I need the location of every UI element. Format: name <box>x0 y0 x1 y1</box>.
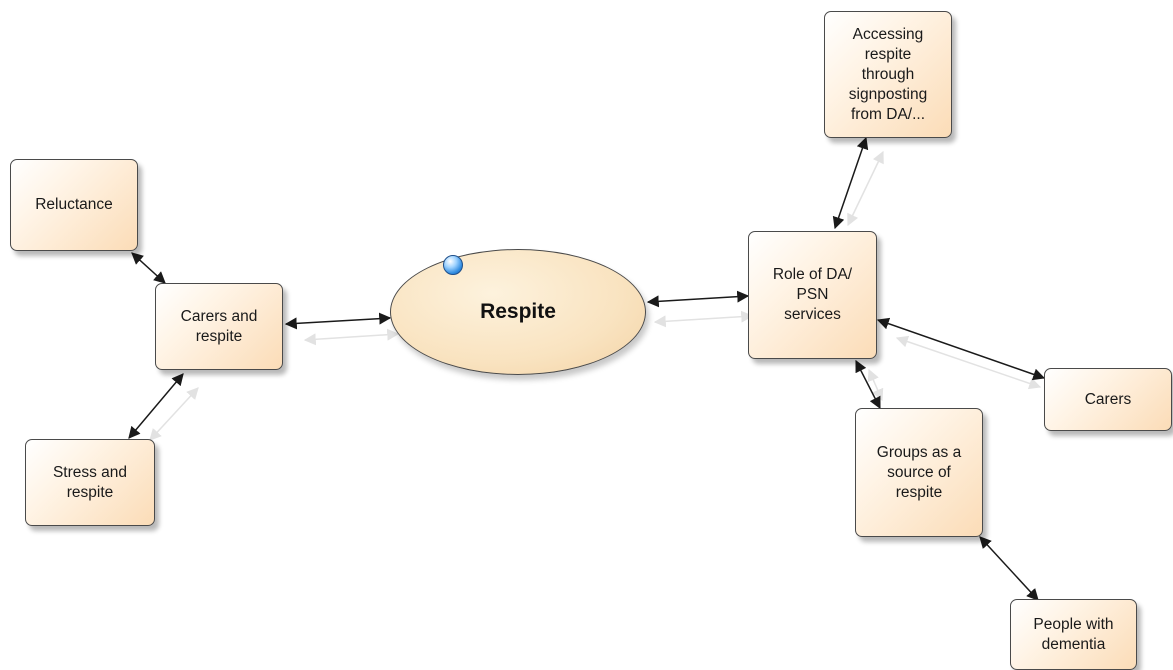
edge-stress-carers <box>128 373 184 439</box>
node-label: Reluctance <box>35 196 113 213</box>
node-role-of-services[interactable]: Role of DA/ PSN services <box>748 231 877 359</box>
node-label: Role of DA/ PSN services <box>772 266 853 323</box>
node-stress-and-respite[interactable]: Stress and respite <box>25 439 155 526</box>
node-label: Groups as a source of respite <box>876 443 962 501</box>
edge-groups-people <box>979 536 1039 601</box>
node-reluctance[interactable]: Reluctance <box>10 159 138 251</box>
node-people-with-dementia[interactable]: People with dementia <box>1010 599 1137 670</box>
node-label: Accessing respite through signposting fr… <box>848 25 928 123</box>
central-topic-respite[interactable]: Respite <box>390 249 646 375</box>
edge-reluctance-carers <box>131 252 166 284</box>
node-groups-as-source[interactable]: Groups as a source of respite <box>855 408 983 537</box>
central-topic-label: Respite <box>480 300 556 323</box>
edge-respite-role <box>646 290 750 308</box>
node-label: Stress and respite <box>52 463 128 501</box>
edge-carers-respite <box>284 312 392 330</box>
edge-role-accessing <box>832 136 869 230</box>
node-carers-and-respite[interactable]: Carers and respite <box>155 283 283 370</box>
edge-role-carers <box>876 317 1046 381</box>
node-carers[interactable]: Carers <box>1044 368 1172 431</box>
node-label: Carers <box>1084 390 1132 408</box>
edge-role-groups <box>855 359 881 410</box>
node-label: Carers and respite <box>180 307 258 345</box>
node-label: People with dementia <box>1033 615 1114 653</box>
drag-handle[interactable] <box>443 255 463 275</box>
node-accessing-respite[interactable]: Accessing respite through signposting fr… <box>824 11 952 138</box>
